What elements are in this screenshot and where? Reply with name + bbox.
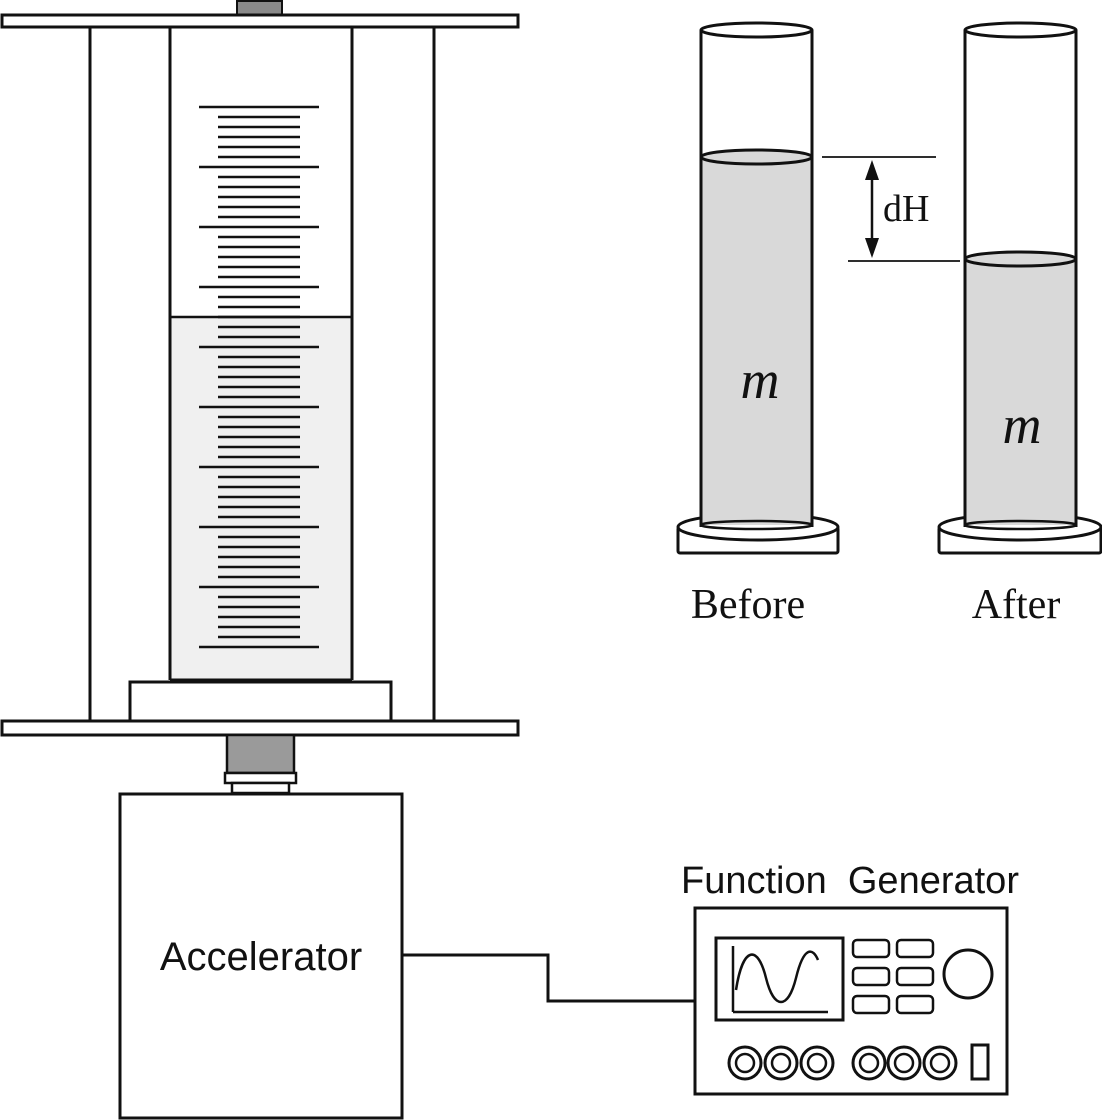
after-liquid xyxy=(965,259,1076,525)
generator-key-button[interactable] xyxy=(851,938,891,959)
sine-wave-icon xyxy=(731,946,828,1014)
after-bottom-rim xyxy=(963,519,1078,531)
generator-key-button[interactable] xyxy=(851,994,891,1015)
cylinder-base-block xyxy=(128,680,393,723)
before-bottom-rim xyxy=(699,519,814,531)
generator-output-knob[interactable] xyxy=(763,1045,799,1081)
function-generator xyxy=(693,906,1009,1096)
signal-cable xyxy=(402,953,695,1003)
connector-upper xyxy=(225,733,296,775)
after-liquid-surface xyxy=(963,250,1078,268)
height-change-dimension xyxy=(822,156,960,262)
cylinder-liquid xyxy=(170,317,352,680)
generator-output-knob[interactable] xyxy=(886,1045,922,1081)
before-top-rim xyxy=(699,21,814,39)
shaft-connector xyxy=(223,733,298,795)
generator-output-knob[interactable] xyxy=(851,1045,887,1081)
generator-key-button[interactable] xyxy=(895,994,935,1015)
before-liquid xyxy=(701,157,812,525)
connector-ring xyxy=(223,771,298,785)
graduation-marks xyxy=(199,105,319,649)
generator-output-knob[interactable] xyxy=(727,1045,763,1081)
before-mass-label: m xyxy=(741,350,780,410)
before-label: Before xyxy=(691,582,805,628)
accelerator-label: Accelerator xyxy=(160,935,362,979)
dh-arrow-up-icon xyxy=(865,160,879,180)
before-cylinder: m xyxy=(676,21,840,555)
generator-keypad xyxy=(851,938,935,1015)
vibration-frame xyxy=(0,0,520,737)
function-generator-label: Function Generator xyxy=(681,860,1019,902)
generator-switch[interactable] xyxy=(970,1043,990,1081)
dh-label: dH xyxy=(883,188,929,230)
after-label: After xyxy=(972,582,1061,628)
generator-key-button[interactable] xyxy=(895,938,935,959)
generator-output-knobs xyxy=(727,1045,958,1081)
dh-arrow-down-icon xyxy=(865,238,879,258)
after-mass-label: m xyxy=(1003,395,1042,455)
generator-key-button[interactable] xyxy=(895,966,935,987)
generator-output-knob[interactable] xyxy=(922,1045,958,1081)
before-liquid-surface xyxy=(699,148,814,166)
bottom-plate xyxy=(0,719,520,737)
after-cylinder: m xyxy=(937,21,1102,555)
accelerator-box xyxy=(118,792,404,1120)
generator-dial[interactable] xyxy=(942,948,994,1000)
top-plate xyxy=(0,13,520,29)
generator-screen xyxy=(714,936,845,1022)
generator-output-knob[interactable] xyxy=(799,1045,835,1081)
graduated-cylinder xyxy=(168,27,354,682)
generator-key-button[interactable] xyxy=(851,966,891,987)
top-knob xyxy=(236,0,283,16)
connector-lower xyxy=(230,781,291,795)
after-top-rim xyxy=(963,21,1078,39)
